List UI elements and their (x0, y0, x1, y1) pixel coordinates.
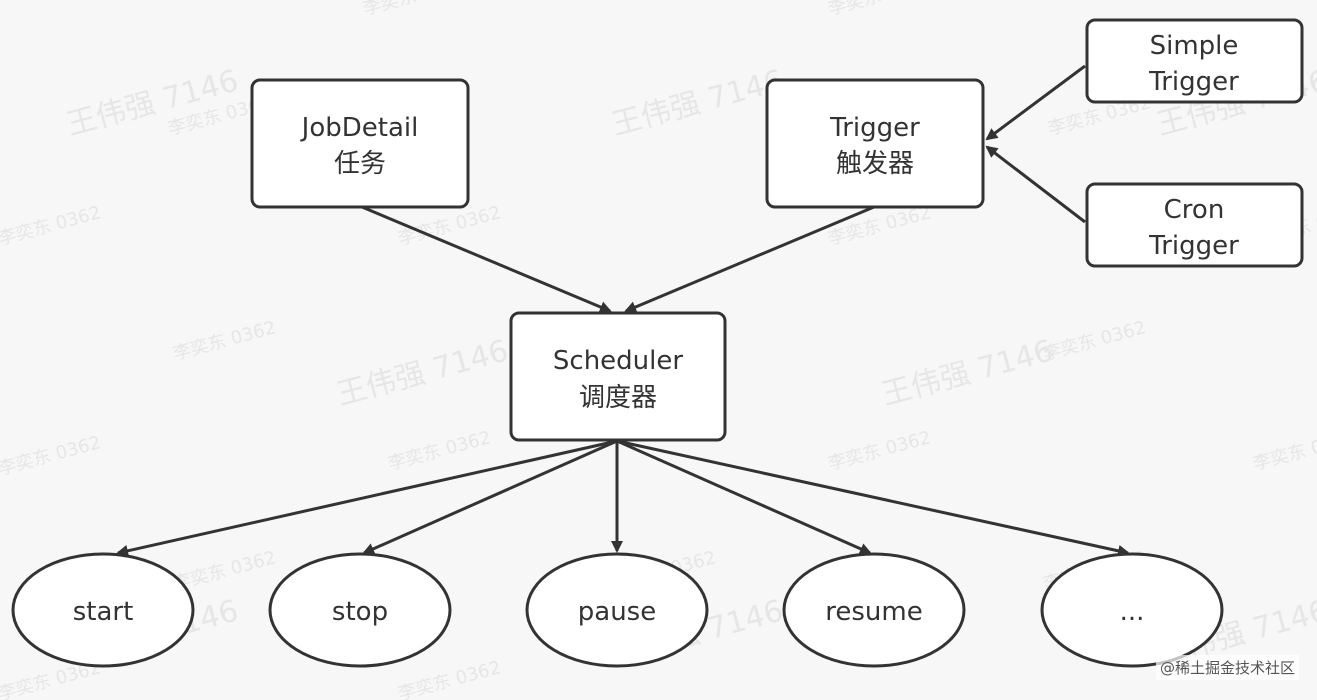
node-trigger-line2: 触发器 (836, 149, 914, 179)
node-action-resume-label: resume (825, 597, 922, 627)
edges (116, 64, 1130, 557)
watermark-text: 李奕东 0362 (0, 432, 103, 480)
edge-scheduler-to-resume (616, 439, 872, 555)
footer-attribution: @稀土掘金技术社区 (1155, 655, 1299, 680)
node-scheduler-line1: Scheduler (553, 346, 683, 376)
node-cron-trigger: Cron Trigger (1085, 182, 1304, 268)
watermark-text: 李奕东 0362 (171, 317, 278, 365)
node-action-resume: resume (782, 552, 966, 668)
watermark-text: 李奕东 0362 (826, 202, 933, 250)
node-cron-trigger-line2: Trigger (1148, 231, 1239, 261)
edge-scheduler-to-start (116, 439, 618, 557)
watermark-text: 王伟强 7146 (333, 333, 512, 412)
node-simple-trigger-line2: Trigger (1148, 67, 1239, 97)
node-jobdetail-line2: 任务 (334, 149, 386, 179)
watermark-text: 王伟强 7146 (63, 63, 242, 142)
watermark-text: 李奕东 0362 (1251, 427, 1317, 475)
node-trigger: Trigger 触发器 (765, 78, 985, 209)
node-trigger-line1: Trigger (829, 113, 920, 143)
edge-simple-to-trigger (985, 64, 1086, 141)
node-jobdetail-line1: JobDetail (300, 113, 419, 143)
node-action-stop-label: stop (332, 597, 388, 627)
watermark-text: 李奕东 0362 (361, 0, 468, 20)
edge-scheduler-to-more (616, 439, 1130, 557)
watermark-text: 王伟强 7146 (608, 63, 787, 142)
watermark-text: 李奕东 0362 (1041, 317, 1148, 365)
node-action-stop: stop (268, 552, 452, 668)
node-action-pause: pause (525, 552, 709, 668)
edge-scheduler-to-stop (362, 439, 618, 555)
node-action-more-label: ... (1120, 597, 1145, 627)
node-action-start-label: start (73, 597, 134, 627)
watermark-text: 李奕东 0362 (0, 202, 103, 250)
watermark-text: 李奕东 0362 (826, 0, 933, 20)
node-cron-trigger-line1: Cron (1164, 195, 1225, 225)
node-simple-trigger-line1: Simple (1150, 31, 1239, 61)
watermark-text: 李奕东 0362 (826, 427, 933, 475)
node-simple-trigger: Simple Trigger (1085, 18, 1304, 104)
node-scheduler: Scheduler 调度器 (509, 311, 727, 442)
node-jobdetail: JobDetail 任务 (250, 78, 470, 209)
watermark-text: 李奕东 0362 (396, 657, 503, 700)
node-action-start: start (11, 552, 195, 668)
edge-trigger-to-scheduler (624, 205, 875, 313)
edge-jobdetail-to-scheduler (361, 205, 612, 313)
watermark-text: 王伟强 7146 (878, 333, 1057, 412)
edge-cron-to-trigger (985, 145, 1086, 224)
watermark-text: 李奕东 0362 (386, 427, 493, 475)
node-action-pause-label: pause (578, 597, 656, 627)
node-scheduler-line2: 调度器 (579, 383, 657, 413)
node-action-more: ... (1040, 552, 1224, 668)
